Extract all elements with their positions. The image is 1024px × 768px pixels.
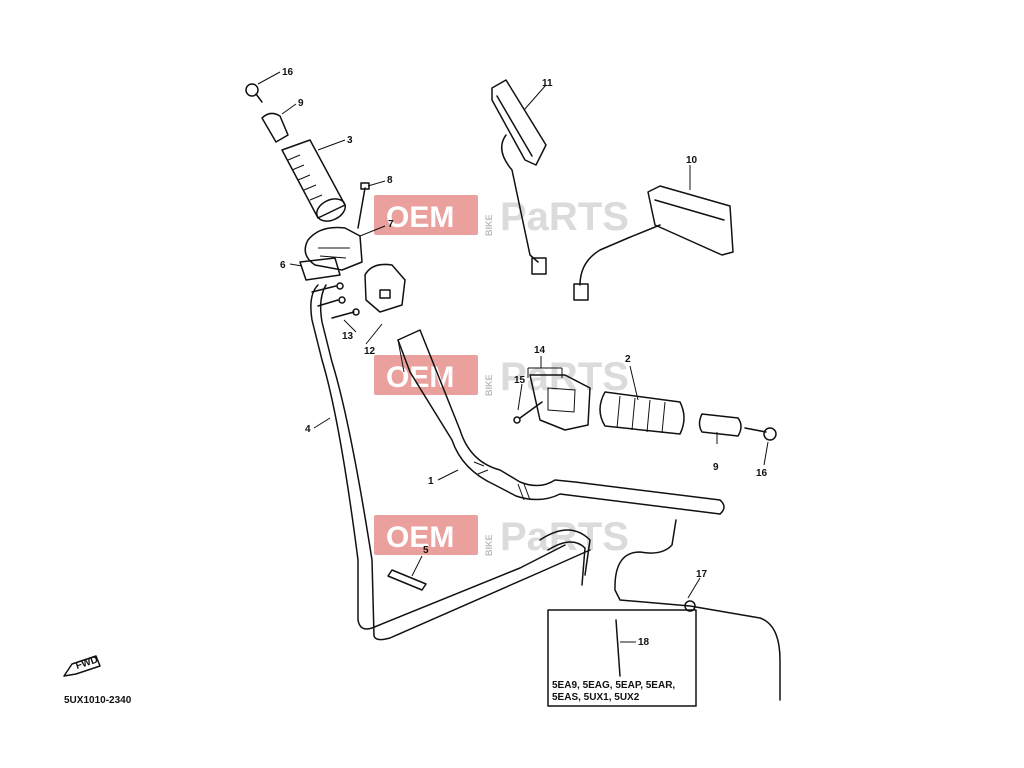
callout-18: 18 [638, 637, 650, 648]
lever-holder [304, 226, 363, 271]
cable-tie [387, 569, 427, 591]
note-line-1: 5EA9, 5EAG, 5EAP, 5EAR, [552, 680, 675, 691]
left-grip [281, 139, 346, 222]
watermark-bottom: OEM BIKE PaRTS [374, 515, 629, 559]
callout-9-right: 9 [713, 462, 719, 473]
right-grip [599, 391, 685, 435]
callout-4: 4 [305, 424, 311, 435]
callout-3: 3 [347, 135, 353, 146]
left-bar-end-screw [245, 83, 263, 103]
callout-5: 5 [423, 545, 429, 556]
note-line-2: 5EAS, 5UX1, 5UX2 [552, 692, 640, 703]
left-mirror [491, 79, 547, 275]
callout-2: 2 [625, 354, 631, 365]
svg-text:BIKE: BIKE [484, 214, 494, 236]
right-handlebar-switch [529, 374, 591, 431]
callout-10: 10 [686, 155, 698, 166]
left-handlebar-switch [364, 263, 406, 313]
callout-7: 7 [388, 219, 394, 230]
lever-clamp [299, 257, 341, 281]
callout-leaders [257, 71, 769, 643]
callout-16-right: 16 [756, 468, 768, 479]
callout-12: 12 [364, 346, 376, 357]
svg-text:OEM: OEM [386, 201, 454, 234]
handlebar [397, 329, 725, 515]
right-switch-screw [513, 401, 543, 424]
callout-17: 17 [696, 569, 708, 580]
holder-bolt [357, 182, 370, 229]
callout-9-left: 9 [298, 98, 304, 109]
callouts: 1 2 3 4 5 6 7 8 9 9 10 11 12 13 14 15 16… [280, 67, 768, 648]
callout-1: 1 [428, 476, 434, 487]
right-bar-end-weight [698, 413, 742, 437]
svg-text:FWD: FWD [74, 654, 99, 672]
diagram-code: 5UX1010-2340 [64, 695, 132, 706]
callout-16-left: 16 [282, 67, 294, 78]
model-note-box: 5EA9, 5EAG, 5EAP, 5EAR, 5EAS, 5UX1, 5UX2 [547, 609, 697, 707]
right-bar-end-screw [744, 427, 777, 441]
svg-text:BIKE: BIKE [484, 534, 494, 556]
svg-text:PaRTS: PaRTS [500, 515, 629, 559]
callout-6: 6 [280, 260, 286, 271]
switch-screws [311, 282, 360, 319]
callout-11: 11 [542, 78, 553, 89]
watermark-top: OEM BIKE PaRTS [374, 195, 629, 239]
svg-text:BIKE: BIKE [484, 374, 494, 396]
svg-text:OEM: OEM [386, 521, 454, 554]
callout-14: 14 [534, 345, 546, 356]
left-bar-end-weight [261, 112, 289, 143]
clutch-cable [614, 519, 781, 701]
callout-13: 13 [342, 331, 354, 342]
throttle-cables [539, 529, 591, 586]
left-switch-wire [310, 284, 591, 641]
fwd-arrow-icon: FWD [63, 654, 101, 677]
callout-8: 8 [387, 175, 393, 186]
right-mirror [573, 185, 734, 301]
callout-15: 15 [514, 375, 526, 386]
